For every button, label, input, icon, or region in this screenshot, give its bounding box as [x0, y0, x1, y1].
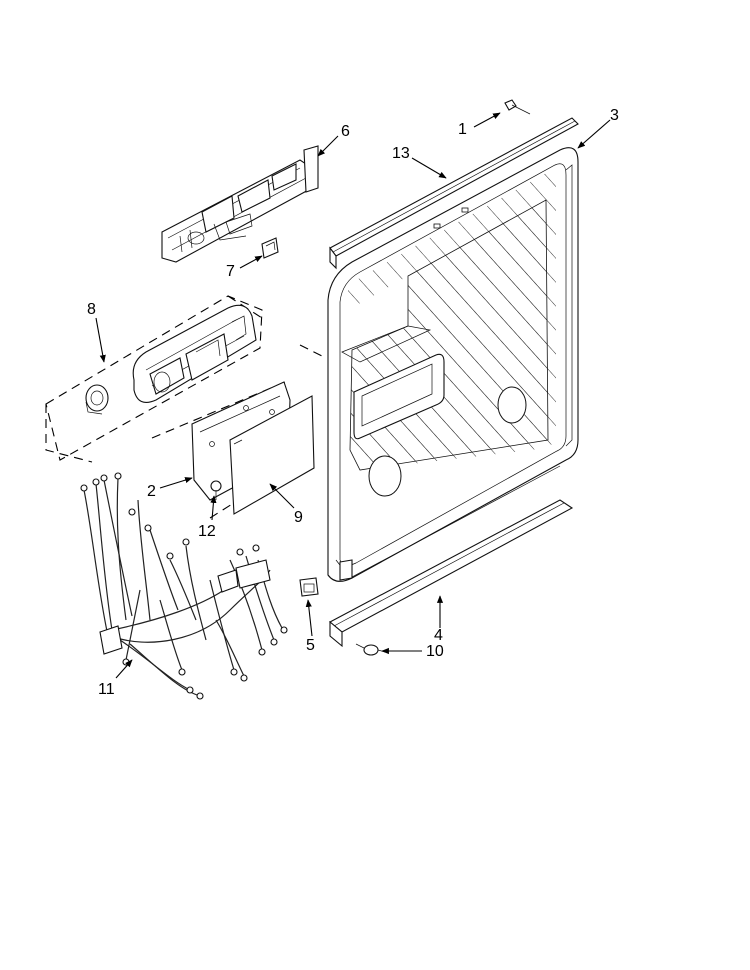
callout-11: 11 [98, 681, 115, 698]
callout-3: 3 [610, 107, 619, 124]
door-switch [261, 237, 279, 259]
wiring-harness [80, 472, 288, 700]
dispenser-assembly [132, 304, 257, 403]
callout-1: 1 [458, 121, 467, 138]
callout-4: 4 [434, 627, 443, 644]
bottom-screw [355, 643, 386, 656]
callout-10: 10 [426, 643, 444, 660]
callout-6: 6 [341, 123, 350, 140]
callout-labels: 1 3 13 6 7 8 2 12 9 5 4 10 11 [87, 107, 619, 698]
control-bracket [161, 145, 319, 263]
top-trim-strip [329, 117, 579, 270]
callout-13: 13 [392, 145, 410, 162]
callout-2: 2 [147, 483, 156, 500]
callout-8: 8 [87, 301, 96, 318]
rinse-aid-cap [85, 384, 109, 415]
door-inner-panel [327, 147, 579, 582]
callout-12: 12 [198, 523, 216, 540]
callout-7: 7 [226, 263, 235, 280]
leader-lines [95, 112, 611, 679]
bottom-trim-strip [329, 499, 574, 648]
control-board-cover [151, 379, 315, 519]
top-screw [504, 99, 531, 115]
callout-9: 9 [294, 509, 303, 526]
door-clip [299, 577, 319, 597]
callout-5: 5 [306, 637, 315, 654]
